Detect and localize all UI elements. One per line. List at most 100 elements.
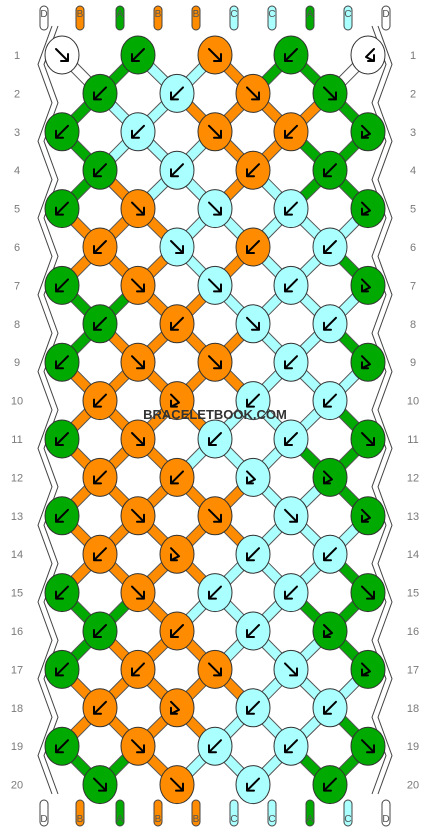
knot <box>235 227 271 267</box>
knot <box>82 150 118 190</box>
arrow-icon <box>208 355 222 370</box>
knot <box>159 457 195 497</box>
knot <box>235 150 271 190</box>
knot <box>197 112 233 152</box>
arrow-icon <box>55 48 69 62</box>
row-number-left: 4 <box>14 165 20 177</box>
knot <box>312 457 348 497</box>
arrow-icon <box>246 470 256 485</box>
knot <box>273 35 309 75</box>
thread-label-bottom: D <box>40 814 47 825</box>
knot <box>159 611 195 651</box>
knot <box>120 342 156 382</box>
knot <box>120 496 156 536</box>
knot <box>235 457 271 497</box>
row-number-left: 12 <box>11 472 23 484</box>
knot <box>312 765 348 805</box>
row-number-right: 20 <box>407 780 419 792</box>
knot <box>44 496 80 536</box>
row-number-left: 17 <box>11 664 23 676</box>
arrow-icon <box>208 508 222 523</box>
arrow-icon <box>93 86 107 101</box>
knot <box>197 265 233 305</box>
knot <box>120 265 156 305</box>
row-number-right: 6 <box>410 242 416 254</box>
left-edge-thread-outer <box>37 25 53 795</box>
knot <box>159 765 195 805</box>
arrow-icon <box>323 86 337 101</box>
knot <box>235 688 271 728</box>
row-number-right: 15 <box>407 588 419 600</box>
row-number-left: 15 <box>11 588 23 600</box>
arrow-icon <box>131 432 145 446</box>
knot <box>44 573 80 613</box>
knot <box>197 496 233 536</box>
top-thread-stub <box>115 5 125 31</box>
arrow-icon <box>246 86 260 101</box>
row-number-left: 14 <box>11 549 23 561</box>
arrow-icon <box>361 432 375 446</box>
arrow-icon <box>170 393 180 408</box>
arrow-icon <box>323 700 337 715</box>
arrow-icon <box>361 355 371 370</box>
top-thread-stub <box>267 5 277 31</box>
arrow-icon <box>55 662 69 677</box>
row-number-right: 17 <box>407 664 419 676</box>
knot <box>82 304 118 344</box>
row-number-left: 2 <box>14 88 20 100</box>
arrow-icon <box>55 355 69 370</box>
row-number-left: 18 <box>11 703 23 715</box>
thread-label-bottom: B <box>155 814 162 825</box>
arrow-icon <box>170 624 184 638</box>
arrow-icon <box>361 124 371 139</box>
row-number-right: 2 <box>410 88 416 100</box>
thread-label-bottom: D <box>382 814 389 825</box>
knot <box>197 419 233 459</box>
arrow-icon <box>284 48 298 62</box>
arrow-icon <box>284 355 298 370</box>
row-number-left: 1 <box>14 50 20 62</box>
knot <box>235 381 271 421</box>
knot <box>312 227 348 267</box>
arrow-icon <box>170 316 184 331</box>
thread-label-top: A <box>117 9 124 20</box>
row-number-right: 19 <box>407 741 419 753</box>
knot <box>159 534 195 574</box>
arrow-icon <box>361 739 375 754</box>
knot <box>120 726 156 766</box>
thread-label-top: A <box>307 9 314 20</box>
thread-label-top: B <box>77 9 84 20</box>
arrow-icon <box>284 201 298 216</box>
row-number-right: 12 <box>407 472 419 484</box>
knot <box>120 189 156 229</box>
knot <box>120 419 156 459</box>
knot <box>44 35 80 75</box>
arrow-icon <box>361 585 375 600</box>
top-thread-stub <box>305 5 315 31</box>
thread-label-top: B <box>193 9 200 20</box>
row-number-right: 18 <box>407 703 419 715</box>
knot <box>82 611 118 651</box>
knot <box>235 73 271 113</box>
arrow-icon <box>361 278 371 293</box>
arrow-icon <box>170 470 184 485</box>
arrow-icon <box>208 48 222 62</box>
arrow-icon <box>131 124 145 139</box>
knot <box>82 227 118 267</box>
arrow-icon <box>131 508 145 523</box>
arrow-icon <box>208 432 222 446</box>
knot <box>273 265 309 305</box>
knot <box>235 304 271 344</box>
arrow-icon <box>284 432 298 446</box>
top-thread-stub <box>191 5 201 31</box>
knot <box>273 342 309 382</box>
thread-label-bottom: B <box>77 814 84 825</box>
knot <box>44 112 80 152</box>
arrow-icon <box>365 48 375 62</box>
knot <box>159 150 195 190</box>
row-number-right: 4 <box>410 165 416 177</box>
arrow-icon <box>170 163 184 178</box>
bottom-thread-stub <box>153 799 163 827</box>
